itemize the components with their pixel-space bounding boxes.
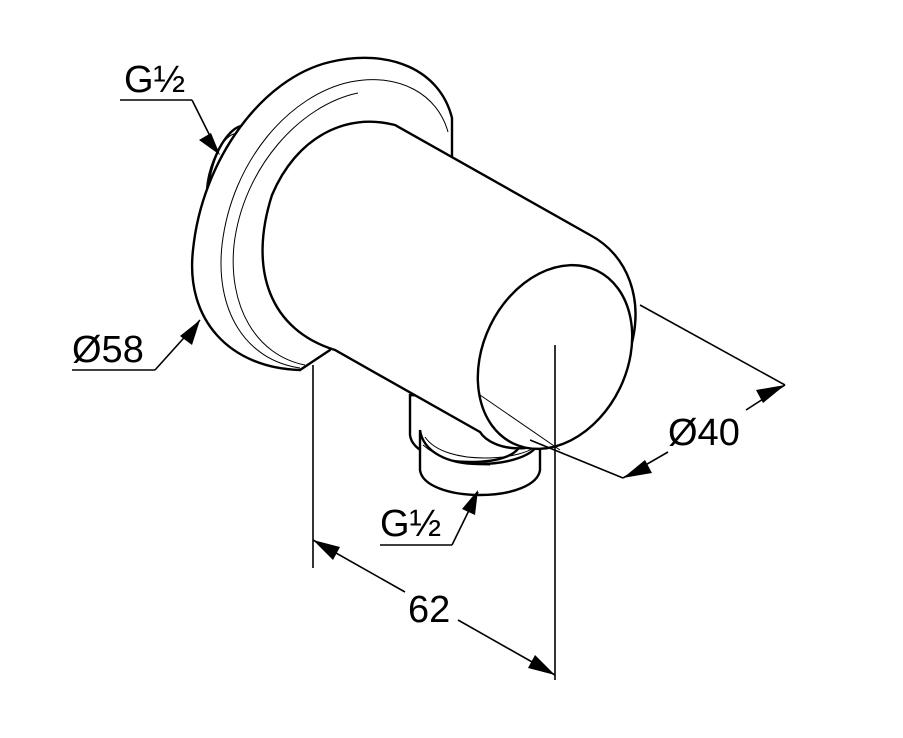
label-length: 62 — [408, 589, 450, 631]
dimension-62 — [312, 539, 556, 676]
label-diameter-body: Ø40 — [668, 412, 740, 454]
leader-thread-bottom — [380, 490, 479, 546]
label-thread-bottom: G½ — [380, 503, 441, 545]
extension-lines — [312, 304, 786, 680]
leader-thread-top — [120, 99, 220, 155]
label-diameter-flange: Ø58 — [72, 329, 144, 371]
dimension-d40 — [622, 384, 786, 479]
label-thread-top: G½ — [124, 59, 185, 101]
main-cylinder — [261, 120, 637, 451]
leader-d58 — [72, 319, 201, 371]
